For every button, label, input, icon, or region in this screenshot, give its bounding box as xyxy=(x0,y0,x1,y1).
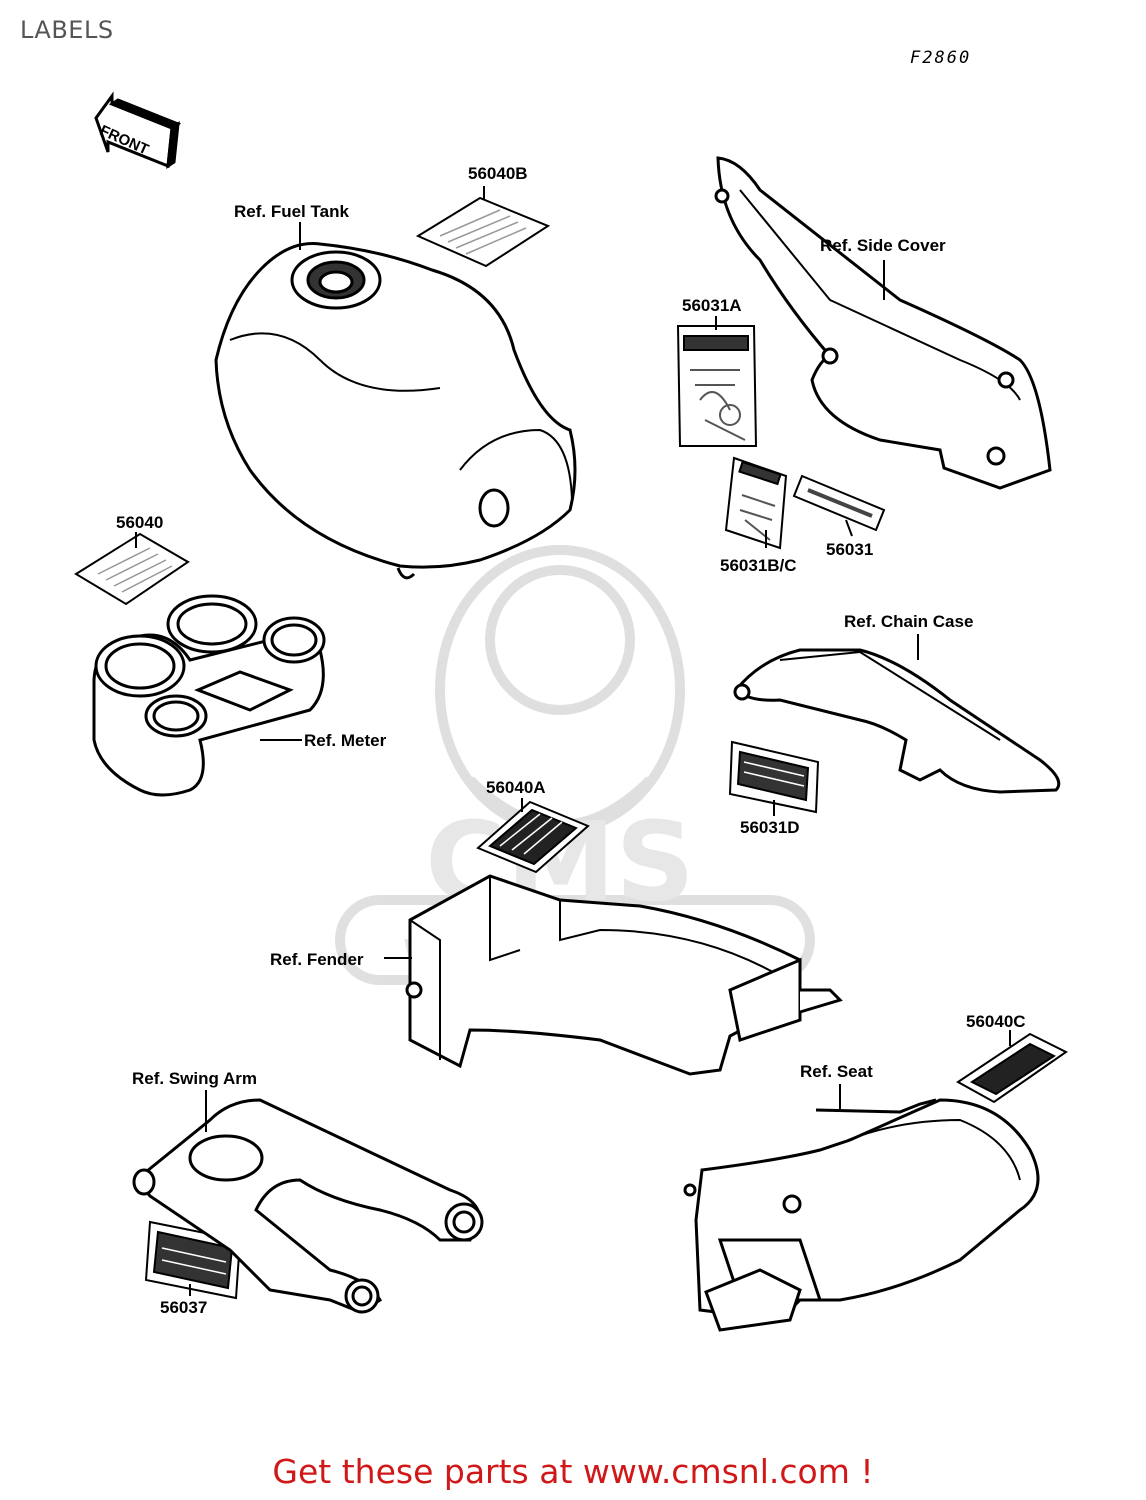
label-side-cover: Ref. Side Cover xyxy=(820,236,946,255)
seat xyxy=(683,1098,1040,1332)
label-seat: Ref. Seat xyxy=(800,1062,873,1081)
part-number-56031: 56031 xyxy=(826,540,874,559)
part-number-56031D: 56031D xyxy=(740,818,800,837)
label-fuel-tank: Ref. Fuel Tank xyxy=(234,202,349,221)
sticker-56040B xyxy=(415,196,551,268)
sticker-56040A xyxy=(476,800,590,874)
part-number-56040A: 56040A xyxy=(486,778,546,797)
side-cover xyxy=(714,156,1052,490)
label-swing-arm: Ref. Swing Arm xyxy=(132,1069,257,1088)
label-chain-case: Ref. Chain Case xyxy=(844,612,974,631)
footer-parts-link[interactable]: Get these parts at www.cmsnl.com ! xyxy=(272,1452,874,1491)
sticker-56031BC xyxy=(724,456,788,550)
fuel-tank xyxy=(214,242,577,580)
leader-lines xyxy=(135,186,1011,1296)
sticker-56040 xyxy=(74,532,190,606)
part-number-56040B: 56040B xyxy=(468,164,528,183)
fender xyxy=(405,874,843,1076)
label-fender: Ref. Fender xyxy=(270,950,364,969)
sticker-56031D xyxy=(728,740,820,814)
page-title: LABELS xyxy=(20,16,114,44)
part-number-56037: 56037 xyxy=(160,1298,208,1317)
part-number-56040C: 56040C xyxy=(966,1012,1026,1031)
front-arrow-icon xyxy=(94,91,182,170)
part-number-56040: 56040 xyxy=(116,513,164,532)
swing-arm xyxy=(132,1098,484,1314)
sticker-56040C xyxy=(956,1032,1068,1104)
sticker-56031A xyxy=(676,325,758,447)
meter xyxy=(92,594,326,797)
sticker-56031 xyxy=(792,474,886,532)
figure-code: F2860 xyxy=(910,48,972,68)
part-number-56031A: 56031A xyxy=(682,296,742,315)
chain-case xyxy=(733,648,1061,794)
label-meter: Ref. Meter xyxy=(304,731,387,750)
part-number-56031BC: 56031B/C xyxy=(720,556,797,575)
